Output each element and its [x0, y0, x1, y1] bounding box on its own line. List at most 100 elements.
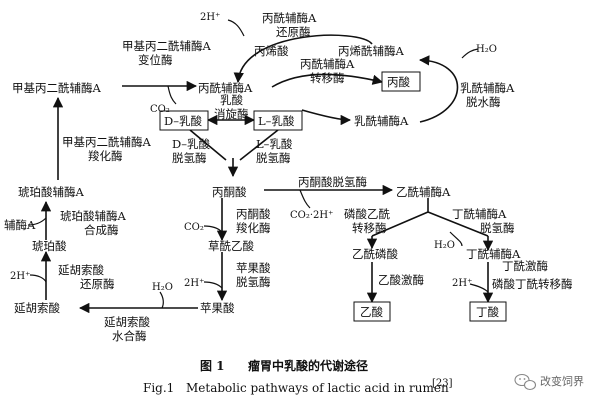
- arrow-co2-a: [167, 85, 177, 105]
- wechat-icon: [514, 373, 537, 391]
- arrow-d-ldh: [189, 129, 227, 161]
- enzyme-scs-l1: 琥珀酸辅酶A: [60, 209, 126, 223]
- enzyme-pta-l2: 转移酶: [352, 221, 387, 235]
- watermark-text: 改变饲界: [540, 374, 584, 388]
- enzyme-mm-carboxylase-l2: 羧化酶: [88, 149, 123, 163]
- metabolite-acrylyl-coa: 丙烯酰辅酶A: [338, 44, 404, 58]
- box-propionic-acid: [381, 71, 421, 92]
- cofactor-coa-left: 辅酶A: [4, 218, 36, 232]
- enzyme-acryl-reductase-l2: 还原酶: [276, 25, 311, 39]
- co2-b: CO₂: [184, 222, 204, 233]
- enzyme-pta-l1: 磷酸乙酰: [344, 207, 390, 221]
- metabolite-acetyl-phosphate: 乙酰磷酸: [352, 247, 398, 261]
- product-acetic-acid: 乙酸: [360, 305, 383, 319]
- box-acetic-acid: [353, 301, 391, 322]
- metabolite-lactyl-coa: 乳酰辅酶A: [354, 114, 409, 128]
- arrow-coa-left: [27, 217, 47, 226]
- enzyme-pc-l1: 丙酮酸: [236, 207, 271, 221]
- co2-2h: CO₂·2H⁺: [290, 210, 333, 221]
- box-d-lactic: [159, 110, 209, 131]
- h2o-bottom: H₂O: [152, 282, 173, 293]
- watermark: 改变饲界: [514, 373, 584, 391]
- enzyme-butyrate-kinase: 丁酰激酶: [502, 259, 548, 273]
- enzyme-frd-l2: 还原酶: [80, 277, 115, 291]
- metabolite-butyryl-coa: 丁酰辅酶A: [466, 247, 521, 261]
- metabolite-fumaric-acid: 延胡索酸: [14, 301, 60, 315]
- enzyme-d-ldh-l2: 脱氢酶: [172, 151, 207, 165]
- caption-en-label: Fig.1: [143, 381, 174, 395]
- enzyme-d-ldh-l1: D–乳酸: [172, 137, 210, 151]
- enzyme-pdh: 丙酮酸脱氢酶: [298, 175, 367, 189]
- h-plus-mid: 2H⁺: [184, 278, 204, 289]
- enzyme-ptb: 磷酸丁酰转移酶: [492, 277, 573, 291]
- product-butyric-acid: 丁酸: [476, 305, 499, 319]
- metabolite-oxaloacetate: 草酰乙酸: [208, 239, 254, 253]
- arrow-dehydratase: [418, 55, 459, 123]
- enzyme-fumarase-l1: 延胡索酸: [104, 315, 150, 329]
- enzyme-mm-carboxylase-l1: 甲基丙二酰辅酶A: [62, 135, 151, 149]
- co2-a: CO₂: [150, 104, 170, 115]
- arrow-h2o-mid: [449, 231, 463, 247]
- enzyme-butyryl-dh-l2: 脱氢酶: [480, 221, 515, 235]
- figure-caption: 图 1 瘤胃中乳酸的代谢途径 Fig.1 Metabolic pathways …: [143, 358, 453, 395]
- arrow-2h-top: [227, 19, 245, 37]
- metabolite-acetyl-coa: 乙酰辅酶A: [396, 185, 451, 199]
- arrow-co2-b: [203, 225, 223, 233]
- enzyme-mm-mutase-l1: 甲基丙二酰辅酶A: [122, 39, 211, 53]
- arrow-2h-right: [469, 283, 489, 293]
- enzyme-l-ldh-l1: L–乳酸: [256, 137, 293, 151]
- enzyme-transferase-l2: 转移酶: [310, 71, 345, 85]
- enzyme-frd-l1: 延胡索酸: [58, 263, 104, 277]
- enzyme-mdh-l2: 脱氢酶: [236, 275, 271, 289]
- metabolite-methylmalonyl-coa: 甲基丙二酰辅酶A: [12, 81, 101, 95]
- enzyme-racemase-l1: 乳酸: [220, 93, 243, 107]
- arrow-2h-left: [29, 274, 47, 283]
- h-plus-left: 2H⁺: [10, 271, 30, 282]
- enzyme-mdh-l1: 苹果酸: [236, 261, 271, 275]
- arrow-lactic-to-lactylcoa: [301, 109, 352, 126]
- enzyme-transferase-l1: 丙酰辅酶A: [300, 57, 355, 71]
- arrow-h2o-right: [461, 48, 479, 59]
- metabolite-succinic-acid: 琥珀酸: [32, 239, 67, 253]
- h2o-mid: H₂O: [434, 240, 455, 251]
- box-butyric-acid: [469, 301, 507, 322]
- enzyme-acryl-reductase-l1: 丙酰辅酶A: [262, 11, 317, 25]
- h2o-right: H₂O: [476, 44, 497, 55]
- enzyme-fumarase-l2: 水合酶: [112, 329, 147, 343]
- enzyme-lactyl-dehydratase-l1: 乳酰辅酶A: [460, 81, 515, 95]
- enzyme-mm-mutase-l2: 变位酶: [138, 53, 173, 67]
- enzyme-pc-l2: 羧化酶: [236, 221, 271, 235]
- metabolite-succinyl-coa: 琥珀酸辅酶A: [18, 185, 84, 199]
- arrow-reductase-arc: [233, 34, 373, 84]
- product-propionic-acid: 丙酸: [387, 75, 410, 89]
- caption-ref: [23]: [432, 378, 453, 389]
- metabolite-acrylic-acid: 丙烯酸: [254, 44, 289, 58]
- metabolite-malic-acid: 苹果酸: [200, 301, 235, 315]
- enzyme-l-ldh-l2: 脱氢酶: [256, 151, 291, 165]
- enzyme-scs-l2: 合成酶: [84, 223, 119, 237]
- pathway-arrows: [27, 19, 494, 314]
- arrow-2h-mid: [203, 281, 223, 289]
- labels: 2H⁺ 丙酰辅酶A 还原酶 丙烯酸 丙烯酰辅酶A H₂O 甲基丙二酰辅酶A 变位…: [4, 11, 573, 343]
- h-plus-right: 2H⁺: [452, 278, 472, 289]
- metabolite-propionyl-coa: 丙酰辅酶A: [198, 81, 253, 95]
- arrow-h2o-bottom: [159, 291, 164, 309]
- metabolite-pyruvate: 丙酮酸: [212, 185, 247, 199]
- caption-cn-title: 瘤胃中乳酸的代谢途径: [248, 358, 368, 373]
- enzyme-butyryl-dh-l1: 丁酰辅酶A: [452, 207, 507, 221]
- arrow-co2-2h: [299, 189, 311, 209]
- caption-cn-label: 图 1: [200, 359, 225, 373]
- box-l-lactic: [253, 110, 303, 131]
- boxes: [159, 71, 507, 322]
- caption-en-title: Metabolic pathways of lactic acid in rum…: [186, 381, 449, 395]
- h-plus-top: 2H⁺: [200, 12, 220, 23]
- arrow-l-ldh: [239, 129, 279, 161]
- arrow-acetyl-fork: [371, 198, 489, 237]
- enzyme-acetate-kinase: 乙酸激酶: [378, 273, 424, 287]
- metabolite-d-lactic: D–乳酸: [164, 114, 202, 128]
- enzyme-lactyl-dehydratase-l2: 脱水酶: [466, 95, 501, 109]
- enzyme-racemase-l2: 消旋酶: [214, 107, 249, 121]
- metabolite-l-lactic: L–乳酸: [258, 114, 295, 128]
- arrow-transferase-arc: [271, 73, 384, 88]
